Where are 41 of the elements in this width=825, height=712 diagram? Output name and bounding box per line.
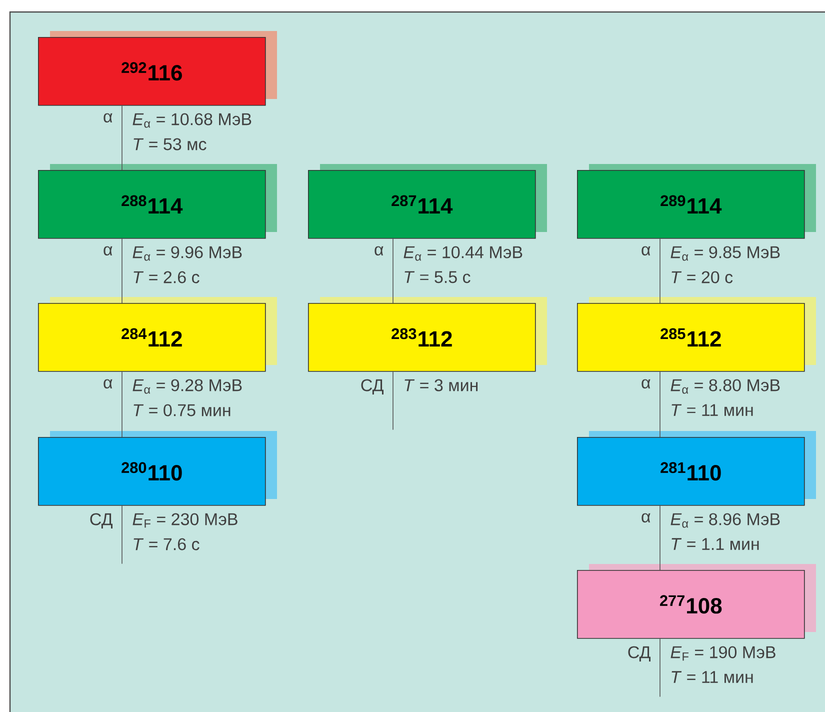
decay-mode-label: α: [642, 513, 650, 523]
decay-mode-label: СД: [361, 379, 384, 394]
decay-data-text: T = 2.6 с: [134, 271, 200, 284]
decay-data-text: T = 11 мин: [672, 671, 753, 683]
nuclide-box: $^{281}$110: [577, 431, 816, 506]
decay-data-text: T = 7.6 с: [134, 538, 200, 550]
decay-mode-label: α: [104, 379, 112, 389]
decay-data-text: E$_{α}$ = 9.28 МэВ: [132, 379, 242, 394]
decay-line: [392, 238, 394, 304]
nuclide-box: $^{292}$116: [38, 31, 277, 106]
decay-data-text: E$_{α}$ = 9.85 МэВ: [670, 246, 780, 261]
nuclide-box: $^{287}$114: [308, 164, 547, 239]
decay-line: [392, 371, 394, 430]
decay-data-text: T = 53 мс: [134, 138, 206, 150]
nuclide-box: $^{285}$112: [577, 297, 816, 372]
nuclide-box: $^{289}$114: [577, 164, 816, 239]
decay-mode-label: СД: [628, 646, 650, 662]
decay-data-text: E$_{F}$ = 230 МэВ: [132, 513, 238, 528]
decay-mode-label: α: [642, 379, 650, 389]
decay-mode-label: α: [104, 246, 112, 256]
decay-data-text: E$_{α}$ = 8.96 МэВ: [670, 513, 780, 528]
decay-data-text: T = 20 с: [672, 271, 733, 284]
nuclide-box: $^{288}$114: [38, 164, 277, 239]
decay-mode-label: α: [374, 246, 384, 256]
decay-data-text: T = 5.5 с: [404, 271, 470, 284]
nuclide-box: $^{277}$108: [577, 564, 816, 639]
decay-data-text: E$_{α}$ = 10.44 МэВ: [404, 246, 522, 261]
nuclide-box: $^{284}$112: [38, 297, 277, 372]
decay-data-text: T = 11 мин: [672, 404, 753, 416]
decay-data-text: E$_{F}$ = 190 МэВ: [670, 646, 776, 661]
decay-data-text: T = 3 мин: [404, 379, 478, 392]
decay-mode-label: СД: [90, 513, 112, 528]
decay-mode-label: α: [104, 113, 112, 123]
decay-data-text: E$_{α}$ = 8.80 МэВ: [670, 379, 780, 394]
decay-data-text: E$_{α}$ = 10.68 МэВ: [132, 113, 252, 128]
decay-data-text: T = 0.75 мин: [134, 404, 230, 416]
decay-data-text: E$_{α}$ = 9.96 МэВ: [132, 246, 242, 261]
nuclide-box: $^{283}$112: [308, 297, 547, 372]
decay-mode-label: α: [642, 246, 650, 256]
decay-data-text: T = 1.1 мин: [672, 538, 759, 550]
nuclide-box: $^{280}$110: [38, 431, 277, 506]
